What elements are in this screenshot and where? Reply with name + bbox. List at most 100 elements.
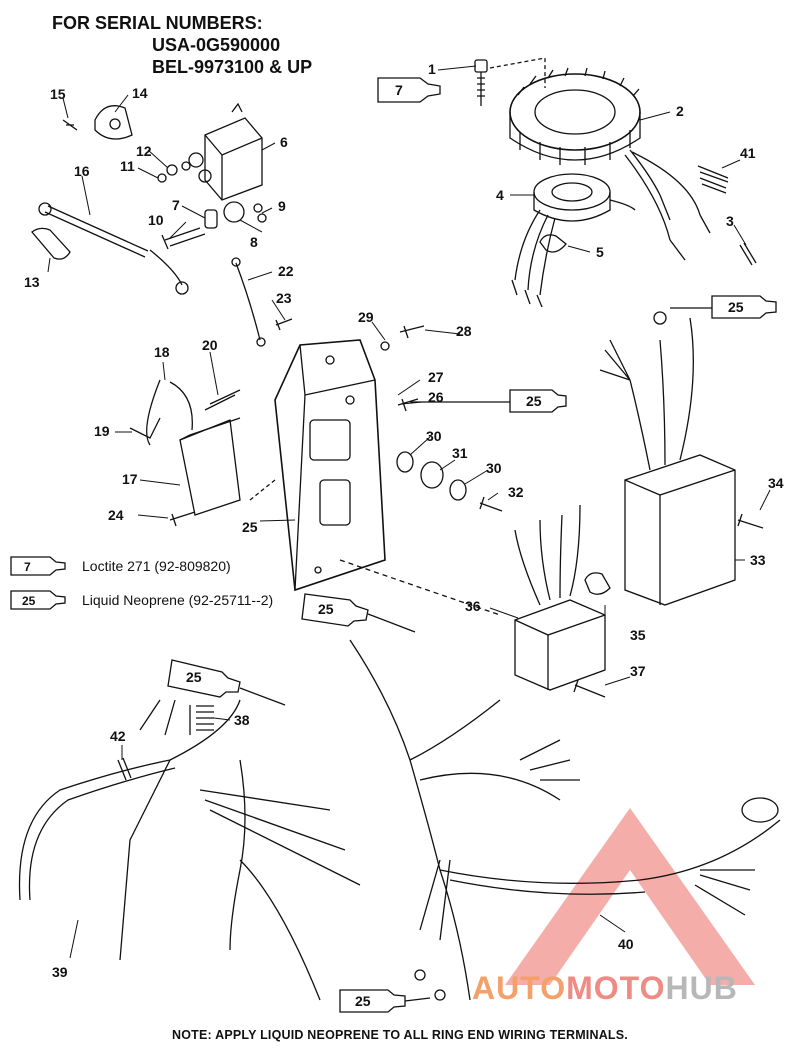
callout: 37 [630,663,646,679]
callout: 16 [74,163,90,179]
cable-boot-part [31,227,71,260]
switch-box-part [599,311,736,606]
mounting-plate-part [249,339,501,616]
callout: 14 [132,85,148,101]
header-line-3: BEL-9973100 & UP [152,57,313,77]
callout: 11 [120,158,135,174]
pin-part [739,242,757,266]
callout: 8 [250,234,258,250]
callout-numbers: 1 2 3 4 5 6 7 8 9 10 11 12 13 14 15 16 1… [24,61,784,980]
tube-label-neoprene-2: 25 [526,393,542,409]
callout: 19 [94,423,110,439]
callout: 33 [750,552,766,568]
callout: 24 [108,507,124,523]
callout: 12 [136,143,152,159]
callout: 10 [148,212,164,228]
callout: 38 [234,712,250,728]
watermark-auto: AUTO [472,970,567,1006]
callout: 2 [676,103,684,119]
legend-loctite: 7 Loctite 271 (92-809820) [10,556,231,576]
callout: 28 [456,323,472,339]
wiring-harness-40 [349,639,781,1001]
callout: 29 [358,309,374,325]
tube-icon: 25 [10,590,66,610]
battery-cable-part [38,202,189,295]
callout: 9 [278,198,286,214]
callout: 4 [496,187,504,203]
callout: 13 [24,274,40,290]
watermark-logo: AUTOMOTOHUB [472,970,738,1007]
callout: 7 [172,197,180,213]
callout: 1 [428,61,436,77]
tube-icon-label: 7 [24,560,31,574]
terminal-hardware [161,201,267,250]
callout: 34 [768,475,784,491]
watermark-hub: HUB [665,970,738,1006]
callout: 17 [122,471,138,487]
screw-15-part [62,119,78,131]
callout: 39 [52,964,68,980]
callout: 20 [202,337,218,353]
callout: 22 [278,263,294,279]
tube-neoprene-mid [410,389,567,413]
screw-34-part [737,513,764,529]
tube-icon-label: 25 [22,594,36,608]
watermark-moto: MOTO [566,970,666,1006]
tube-label-neoprene-3: 25 [318,601,334,617]
watermark-triangle [505,808,755,985]
tube-neoprene-harness-2 [167,659,286,706]
callout: 30 [426,428,442,444]
header-line-1: FOR SERIAL NUMBERS: [52,13,263,33]
callout: 35 [630,627,646,643]
legend-text-neoprene: Liquid Neoprene (92-25711--2) [82,592,274,608]
serial-number-header: FOR SERIAL NUMBERS: USA-0G590000 BEL-997… [52,12,312,78]
callout: 18 [154,344,170,360]
stator-part [509,67,711,261]
callout: 36 [465,598,481,614]
callout: 23 [276,290,292,306]
clip-35-part [584,572,611,595]
washer-29-part [380,341,390,351]
screw-26-part [397,398,419,412]
callout: 6 [280,134,288,150]
tube-icon: 7 [10,556,66,576]
callout: 25 [242,519,258,535]
bracket-hole [109,118,121,130]
callout: 42 [110,728,126,744]
callout: 3 [726,213,734,229]
bracket-part [94,105,133,140]
callout: 15 [50,86,66,102]
trigger-coil-part [511,173,636,308]
tube-neoprene-top [670,295,777,319]
callout: 27 [428,369,444,385]
callout: 32 [508,484,524,500]
tube-loctite-top [377,77,441,103]
tube-label-neoprene-5: 25 [355,993,371,1009]
callout: 40 [618,936,634,952]
clip-part [539,234,567,253]
screw-23-part [275,318,293,331]
grommet-parts [396,451,503,512]
tube-neoprene-bottom [339,989,431,1013]
nut-part [157,173,167,183]
wiring-harness-39 [18,699,361,1001]
tube-neoprene-harness-1 [301,593,416,633]
callout: 41 [740,145,756,161]
voltage-regulator-part [514,504,606,691]
legend-neoprene: 25 Liquid Neoprene (92-25711--2) [10,590,273,610]
callout: 30 [486,460,502,476]
spring-part [697,165,729,194]
washer-part [166,164,178,176]
ignition-coil-part [129,379,241,516]
legend-text-loctite: Loctite 271 (92-809820) [82,558,231,574]
screw-24-part [169,511,196,527]
screw-37-part [573,679,606,698]
header-line-2: USA-0G590000 [152,35,281,55]
tube-label-neoprene-1: 25 [728,299,744,315]
tube-label-loctite: 7 [395,82,403,98]
leader-lines [47,65,771,959]
screw-28-part [399,325,425,339]
tube-label-neoprene-4: 25 [186,669,202,685]
ground-lead-part [235,262,261,341]
